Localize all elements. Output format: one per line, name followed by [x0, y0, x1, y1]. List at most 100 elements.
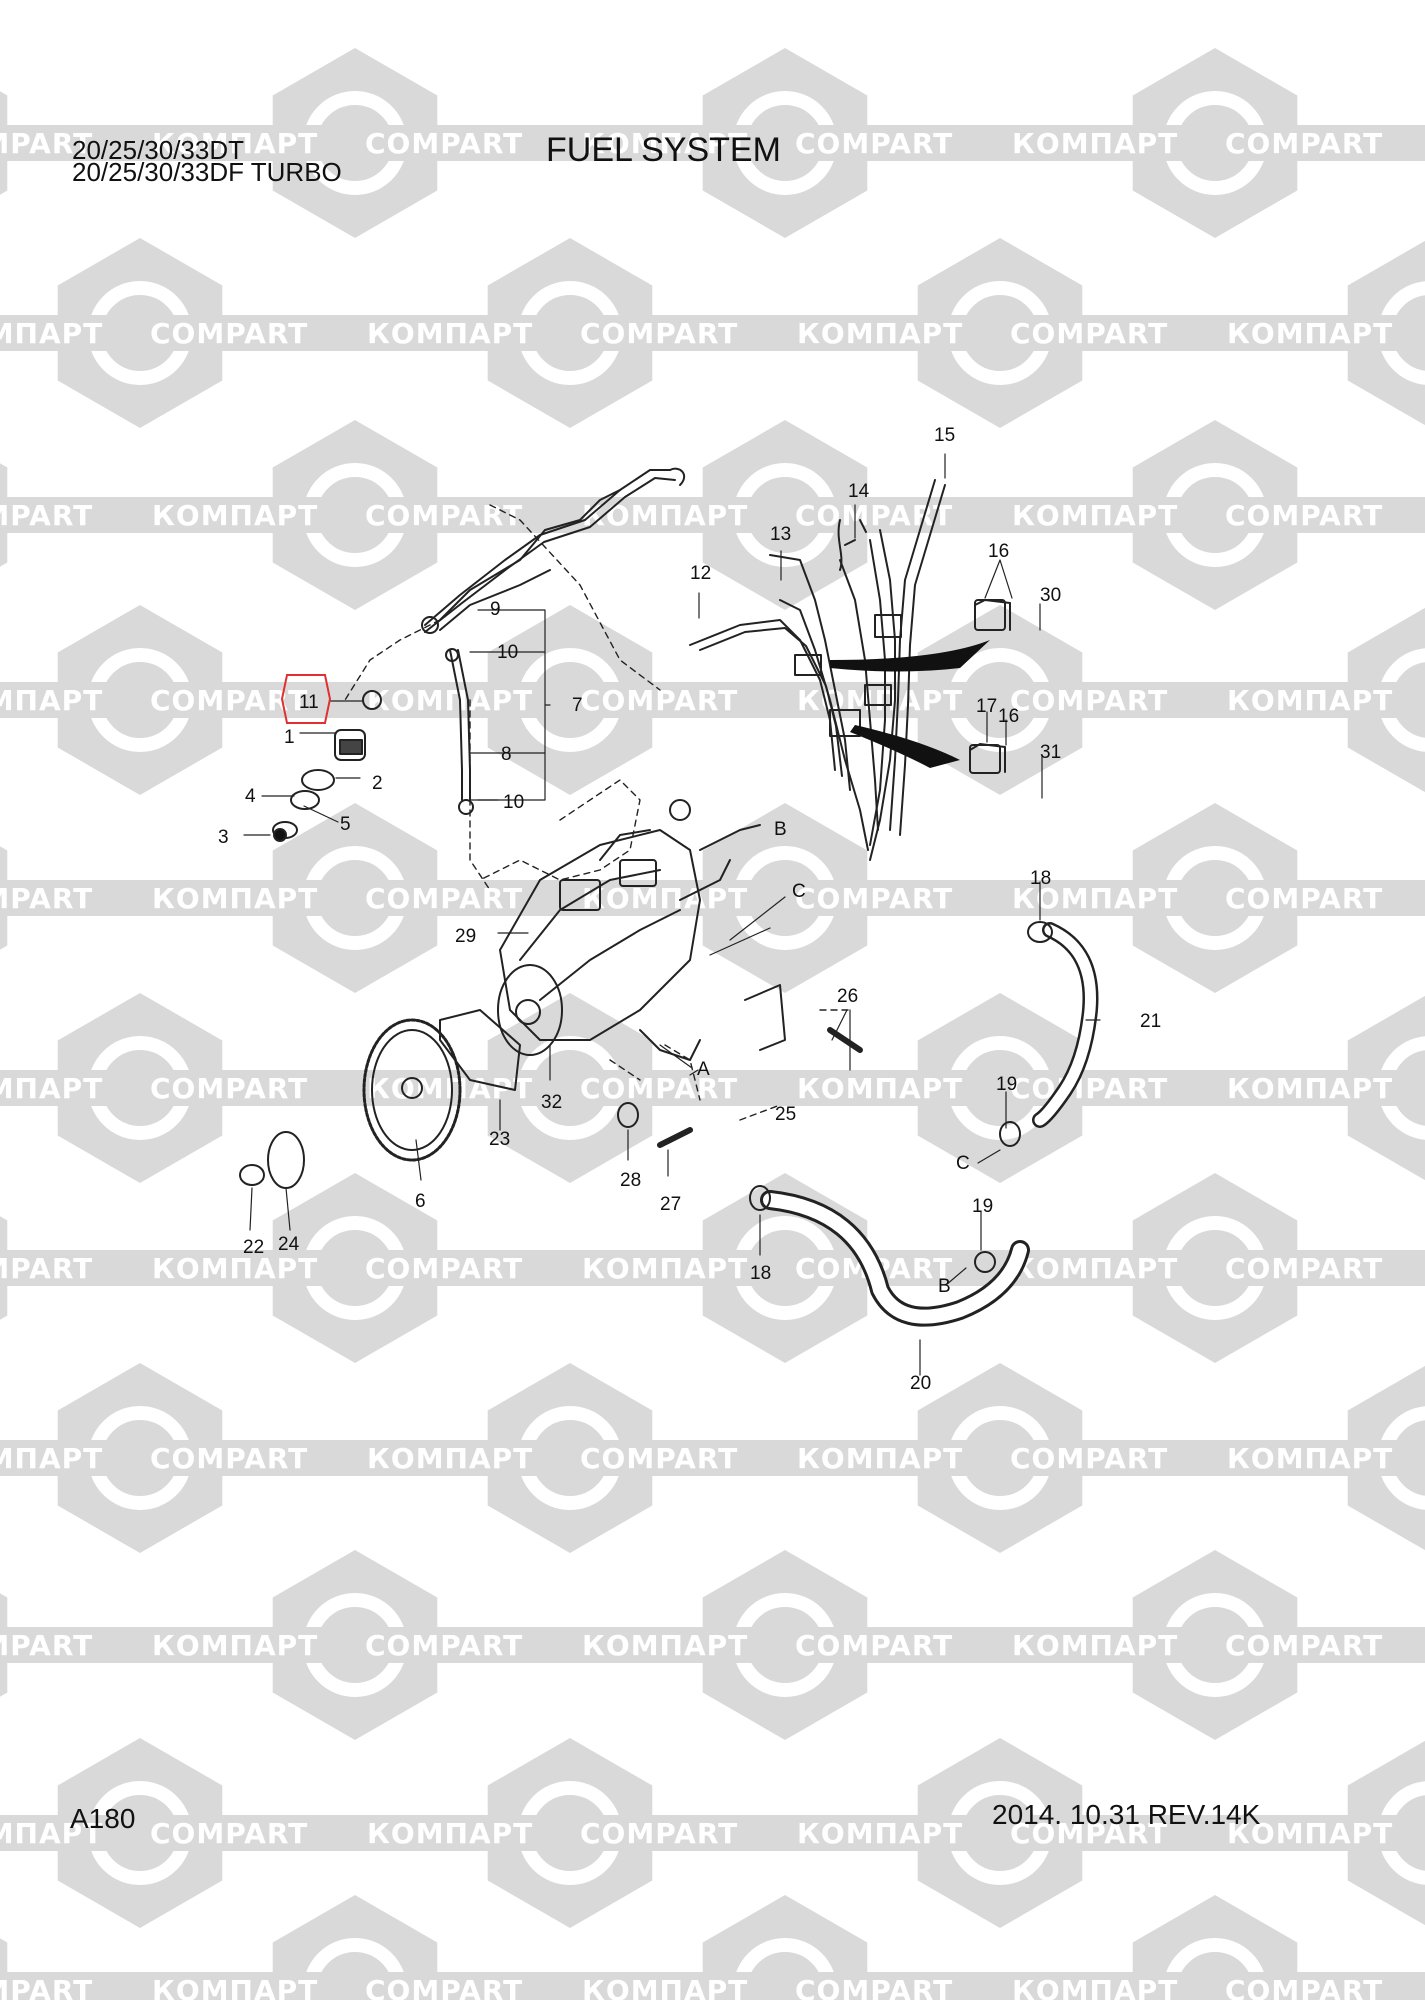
- watermark-text-cyrillic: КОМПАРТ: [367, 684, 533, 717]
- page-id: A180: [70, 1803, 136, 1834]
- model-line-2: 20/25/30/33DF TURBO: [72, 157, 342, 187]
- callout-label: 28: [620, 1170, 641, 1191]
- callout-label: 18: [750, 1263, 771, 1284]
- callout-label: 20: [910, 1373, 931, 1394]
- watermark-text-cyrillic: КОМПАРТ: [1227, 317, 1393, 350]
- watermark-tile: КОМПАРТ COMPART: [140, 1895, 570, 2000]
- watermark-text-cyrillic: КОМПАРТ: [582, 882, 748, 915]
- watermark-text-latin: COMPART: [795, 1629, 953, 1662]
- watermark-text-latin: COMPART: [150, 1817, 308, 1850]
- indicator-arrow-lower: [850, 725, 960, 768]
- callout-label: 10: [503, 792, 524, 813]
- watermark-text-latin: COMPART: [1225, 1974, 1383, 2000]
- callout-label: 13: [770, 524, 791, 545]
- watermark-text-latin: COMPART: [1010, 684, 1168, 717]
- watermark-text-latin: COMPART: [1225, 1629, 1383, 1662]
- watermark-text-cyrillic: КОМПАРТ: [152, 1629, 318, 1662]
- watermark-text-cyrillic: КОМПАРТ: [367, 317, 533, 350]
- callout-label: 29: [455, 926, 476, 947]
- watermark-text-latin: COMPART: [580, 1817, 738, 1850]
- watermark-text-latin: COMPART: [795, 882, 953, 915]
- watermark-text-latin: COMPART: [580, 1072, 738, 1105]
- callout-label: 19: [996, 1074, 1017, 1095]
- callout-label: 4: [245, 786, 256, 807]
- watermark-text-cyrillic: КОМПАРТ: [1012, 127, 1178, 160]
- watermark-text-latin: COMPART: [795, 127, 953, 160]
- watermark-tile: КОМПАРТ COMPART: [570, 803, 1000, 993]
- watermark-text-cyrillic: КОМПАРТ: [0, 684, 103, 717]
- watermark-text-latin: COMPART: [1225, 499, 1383, 532]
- watermark-text-cyrillic: КОМПАРТ: [1012, 1629, 1178, 1662]
- watermark-tile: КОМПАРТ COMPART: [355, 1738, 785, 1928]
- callout-label: 32: [541, 1092, 562, 1113]
- watermark-text-cyrillic: КОМПАРТ: [1012, 499, 1178, 532]
- page-title: FUEL SYSTEM: [546, 131, 781, 169]
- watermark-text-cyrillic: КОМПАРТ: [1227, 1817, 1393, 1850]
- watermark-text-cyrillic: КОМПАРТ: [797, 1442, 963, 1475]
- watermark-text-latin: COMPART: [1010, 317, 1168, 350]
- callout-label: 10: [497, 642, 518, 663]
- injection-pipe-left: [424, 467, 686, 633]
- watermark-text-latin: COMPART: [150, 684, 308, 717]
- drive-gear: [362, 1018, 462, 1162]
- watermark-tile: КОМПАРТ COMPART: [1000, 420, 1425, 610]
- watermark-text-latin: COMPART: [1010, 1072, 1168, 1105]
- nut-28: [617, 1102, 639, 1128]
- callout-label: 2: [372, 773, 383, 794]
- callout-label: 24: [278, 1234, 300, 1255]
- indicator-arrow-upper: [830, 640, 990, 672]
- watermark-text-cyrillic: КОМПАРТ: [1227, 684, 1393, 717]
- watermark-text-cyrillic: КОМПАРТ: [152, 882, 318, 915]
- watermark-text-latin: COMPART: [795, 1974, 953, 2000]
- callout-label: 6: [415, 1191, 426, 1212]
- overflow-pipe: [421, 489, 621, 815]
- callout-label: 5: [340, 814, 351, 835]
- callout-label: C: [792, 881, 806, 902]
- watermark-text-latin: COMPART: [365, 1252, 523, 1285]
- callout-label: 22: [243, 1237, 264, 1258]
- watermark-text-latin: COMPART: [0, 1629, 93, 1662]
- watermark-text-cyrillic: КОМПАРТ: [367, 1817, 533, 1850]
- bolt-27: [657, 1127, 693, 1148]
- watermark-text-cyrillic: КОМПАРТ: [0, 1072, 103, 1105]
- watermark-tile: КОМПАРТ COMPART: [785, 1363, 1215, 1553]
- fuel-hose-21: [999, 921, 1099, 1147]
- watermark-text-latin: COMPART: [1010, 1442, 1168, 1475]
- watermark-tile: КОМПАРТ COMPART: [570, 1895, 1000, 2000]
- watermark-text-cyrillic: КОМПАРТ: [152, 499, 318, 532]
- callout-label: 31: [1040, 742, 1061, 763]
- callout-label: B: [774, 819, 787, 840]
- watermark-text-latin: COMPART: [0, 882, 93, 915]
- watermark-text-cyrillic: КОМПАРТ: [1012, 1252, 1178, 1285]
- washer: [267, 1131, 305, 1189]
- watermark-text-cyrillic: КОМПАРТ: [582, 1974, 748, 2000]
- watermark-text-cyrillic: КОМПАРТ: [152, 1974, 318, 2000]
- watermark-text-latin: COMPART: [150, 317, 308, 350]
- watermark-text-latin: COMPART: [1225, 882, 1383, 915]
- watermark-text-latin: COMPART: [365, 1974, 523, 2000]
- watermark-text-cyrillic: КОМПАРТ: [582, 127, 748, 160]
- callout-label: 21: [1140, 1011, 1161, 1032]
- watermark-tile: КОМПАРТ COMPART: [570, 48, 1000, 238]
